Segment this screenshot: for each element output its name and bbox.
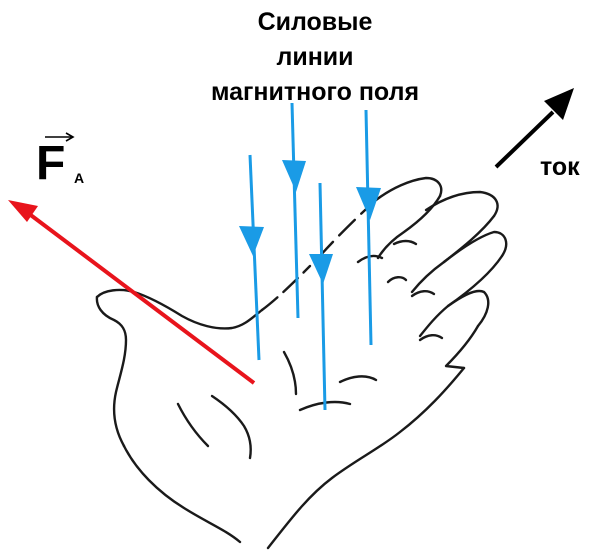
- force-subscript: A: [74, 170, 84, 186]
- force-label: F A: [36, 132, 106, 202]
- field-line: [309, 183, 333, 410]
- field-lines-label-line-3: магнитного поля: [175, 78, 455, 106]
- field-line: [239, 155, 264, 360]
- force-arrow: [8, 200, 254, 383]
- left-hand-icon: [97, 178, 506, 548]
- field-lines: [239, 103, 381, 410]
- field-lines-label-line-1: Силовые: [175, 8, 455, 36]
- current-label: ток: [540, 153, 580, 181]
- field-line: [356, 110, 381, 345]
- field-line: [282, 103, 306, 318]
- force-symbol: F: [36, 138, 65, 190]
- field-lines-label-line-2: линии: [175, 43, 455, 71]
